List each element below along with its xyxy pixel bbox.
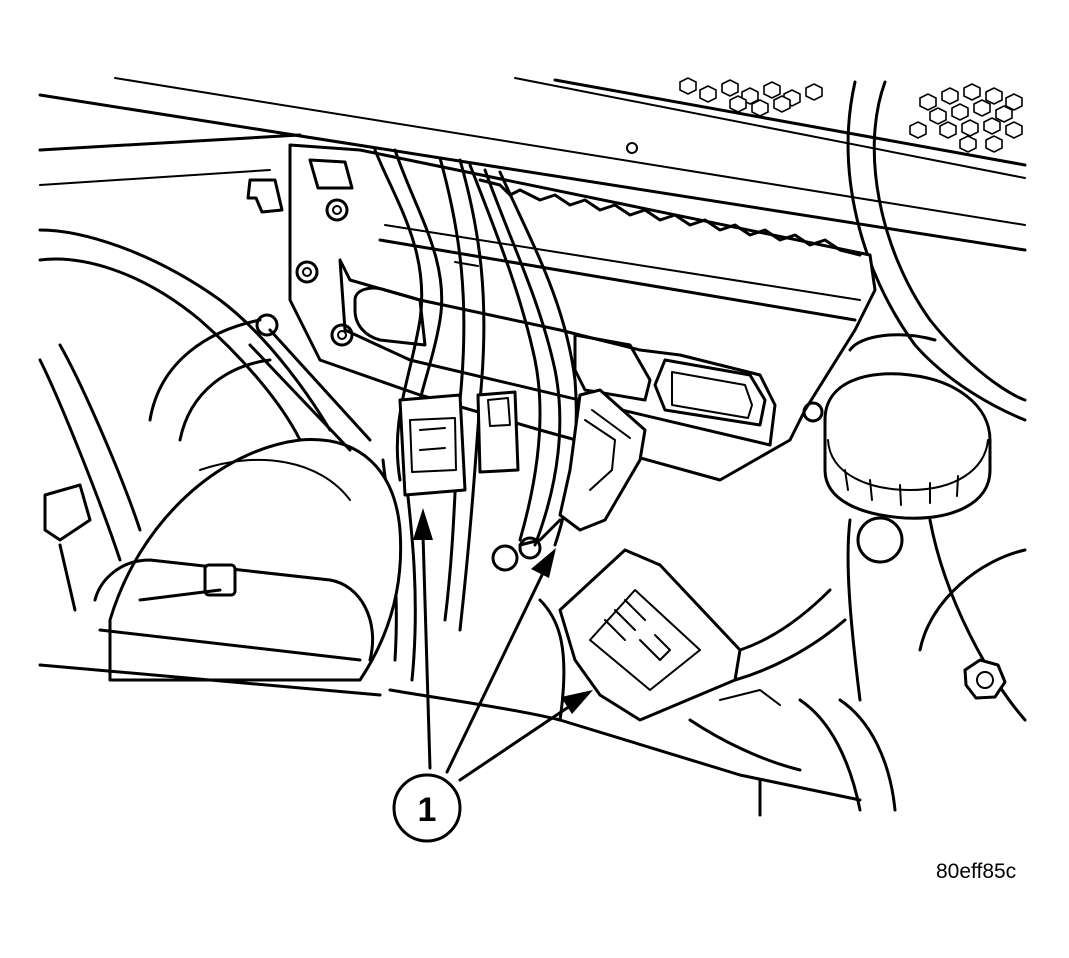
cowl-panel: [38, 77, 1027, 252]
arrowhead-left: [413, 508, 433, 540]
callout-number: 1: [418, 791, 437, 829]
arrowhead-right: [561, 690, 593, 714]
vent-grille-right: [909, 83, 1023, 153]
coolant-hose-right: [846, 80, 1027, 422]
strut-bolt: [918, 548, 1027, 700]
lower-frame: [38, 598, 897, 817]
callout-1: 1: [392, 773, 462, 843]
callout-leaders: [413, 508, 593, 782]
left-hoses: [38, 228, 372, 612]
harness-connector-lower: [558, 548, 847, 722]
arrowhead-middle: [531, 548, 556, 578]
harness-connector-left: [398, 390, 520, 497]
figure-id: 80eff85c: [936, 860, 1017, 883]
reservoir-cap: [823, 333, 1027, 722]
harness-connector-middle: [491, 388, 647, 572]
air-intake-duct: [93, 438, 403, 682]
vent-grille-left: [679, 77, 823, 117]
